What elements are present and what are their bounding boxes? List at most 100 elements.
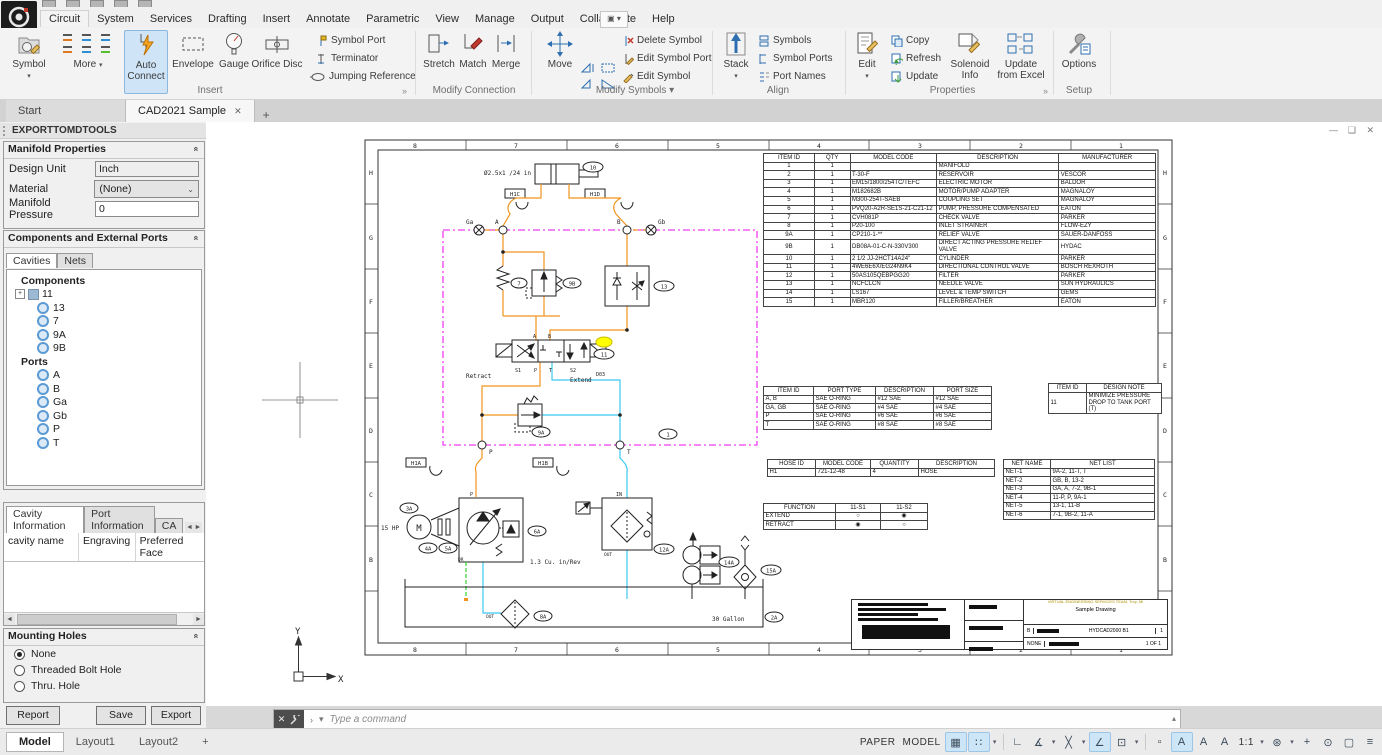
annotation-autoscale-icon[interactable]: A	[1194, 733, 1214, 751]
scrollbar-thumb[interactable]	[17, 614, 177, 625]
chevron-down-icon[interactable]: ▾	[319, 714, 324, 725]
tab-scroll-left-icon[interactable]: ◄	[185, 522, 193, 533]
reservoir-2[interactable]: 30 Gallon 2A	[405, 579, 783, 627]
isodraft-dropdown-icon[interactable]: ▾	[1080, 738, 1088, 746]
match-button[interactable]: Match	[458, 30, 488, 70]
edit-button[interactable]: Edit▾	[851, 30, 883, 82]
tab-model[interactable]: Model	[6, 732, 64, 752]
command-grip[interactable]: ✕	[274, 710, 304, 729]
group-label-modify-symbols[interactable]: Modify Symbols ▾	[560, 85, 710, 96]
edit-symbol-port-button[interactable]: Edit Symbol Port	[622, 51, 711, 66]
update-from-excel-button[interactable]: Update from Excel	[994, 30, 1048, 81]
scroll-right-icon[interactable]: ►	[193, 614, 204, 625]
isolate-objects-icon[interactable]: ⊙	[1318, 733, 1338, 751]
tab-cavity-information[interactable]: Cavity Information	[6, 506, 84, 533]
close-icon[interactable]: ✕	[278, 714, 286, 725]
vp-close-icon[interactable]: ✕	[1366, 125, 1374, 136]
tree-components-node[interactable]: Components	[7, 274, 201, 288]
annotation-visibility-icon[interactable]: A	[1171, 732, 1193, 752]
pump-6[interactable]: 6A	[459, 498, 546, 562]
hose-h1d[interactable]: H1D	[585, 189, 633, 209]
osnap-dropdown-icon[interactable]: ▾	[1133, 738, 1141, 746]
report-button[interactable]: Report	[6, 706, 60, 725]
align-symbols-button[interactable]: Symbols	[758, 33, 811, 48]
radio-threaded-bolt-hole[interactable]: Threaded Bolt Hole	[4, 662, 204, 678]
wrench-icon[interactable]	[290, 715, 300, 725]
more-button[interactable]: More ▾	[56, 30, 120, 71]
collapse-icon[interactable]: «	[191, 146, 201, 151]
tree-port-t[interactable]: T	[7, 436, 201, 450]
properties-dialog-launcher[interactable]: »	[1043, 86, 1048, 96]
qat-icon[interactable]	[66, 0, 80, 7]
copy-properties-button[interactable]: Copy	[890, 33, 929, 48]
quick-access-toolbar[interactable]	[42, 0, 152, 7]
qat-icon[interactable]	[114, 0, 128, 7]
insert-dialog-launcher[interactable]: »	[402, 86, 407, 96]
col-preferred-face[interactable]: Preferred Face	[136, 533, 204, 561]
ortho-icon[interactable]: ∟	[1008, 733, 1028, 751]
polar-tracking-icon[interactable]: ∡	[1029, 733, 1049, 751]
tree-port-ga[interactable]: Ga	[7, 396, 201, 410]
export-button[interactable]: Export	[151, 706, 201, 725]
clean-screen-icon[interactable]: ▢	[1339, 733, 1359, 751]
stack-button[interactable]: Stack▾	[718, 30, 754, 82]
snap-grid-icon[interactable]: ∷	[968, 732, 990, 752]
workspace-dropdown-icon[interactable]: ▾	[1288, 738, 1296, 746]
expand-icon[interactable]: +	[15, 289, 25, 299]
edit-symbol-button[interactable]: Edit Symbol	[622, 69, 690, 84]
components-header[interactable]: Components and External Ports«	[4, 231, 204, 248]
menu-tab-services[interactable]: Services	[142, 11, 200, 27]
horizontal-scrollbar[interactable]: ◄ ►	[4, 612, 204, 625]
tab-layout2[interactable]: Layout2	[127, 733, 190, 751]
solenoid-info-button[interactable]: Solenoid Info	[948, 30, 992, 81]
design-unit-field[interactable]	[95, 161, 199, 177]
annotation-scale-icon[interactable]: A	[1215, 733, 1235, 751]
vp-restore-icon[interactable]: ❑	[1348, 125, 1356, 136]
customization-menu-icon[interactable]: ≡	[1360, 733, 1380, 751]
tree-port-p[interactable]: P	[7, 423, 201, 437]
model-space-button[interactable]: MODEL	[903, 737, 941, 748]
tree-ports-node[interactable]: Ports	[7, 355, 201, 369]
tree-item-11[interactable]: + 11	[7, 288, 201, 302]
menu-tab-manage[interactable]: Manage	[467, 11, 523, 27]
tab-close-icon[interactable]: ✕	[234, 106, 242, 117]
refresh-properties-button[interactable]: Refresh	[890, 51, 941, 66]
tab-cavities[interactable]: Cavities	[6, 253, 57, 268]
collapse-icon[interactable]: «	[191, 235, 201, 240]
col-cavity-name[interactable]: cavity name	[4, 533, 79, 561]
osnap-tracking-icon[interactable]: ∠	[1089, 732, 1111, 752]
isodraft-icon[interactable]: ╳	[1059, 733, 1079, 751]
stretch-button[interactable]: Stretch	[421, 30, 457, 70]
relief-valve-9b[interactable]: 9B	[526, 270, 581, 298]
menu-tab-annotate[interactable]: Annotate	[298, 11, 358, 27]
scale-dropdown-icon[interactable]: ▾	[1258, 738, 1266, 746]
manifold-properties-header[interactable]: Manifold Properties«	[4, 142, 204, 159]
tree-port-gb[interactable]: Gb	[7, 409, 201, 423]
menu-tab-drafting[interactable]: Drafting	[200, 11, 255, 27]
title-block[interactable]: VIRTUAL ENGINEERING SERVICES TEAM, Troy,…	[851, 599, 1168, 650]
command-input[interactable]: Type a command	[330, 714, 407, 725]
save-button[interactable]: Save	[96, 706, 146, 725]
jumping-reference-button[interactable]: Jumping Reference	[310, 69, 416, 84]
terminator-button[interactable]: Terminator	[316, 51, 378, 66]
qat-icon[interactable]	[138, 0, 152, 7]
scroll-left-icon[interactable]: ◄	[4, 614, 15, 625]
cylinder-10[interactable]: 10 Ø2.5x1 /24 in	[484, 162, 603, 184]
doc-tab-start[interactable]: Start	[6, 100, 126, 122]
bill-of-materials-table[interactable]: ITEM IDQTYMODEL CODEDESCRIPTIONMANUFACTU…	[763, 153, 1156, 307]
options-button[interactable]: Options	[1059, 30, 1099, 70]
reducing-valve-9a[interactable]: 9A	[515, 396, 550, 437]
tab-layout1[interactable]: Layout1	[64, 733, 127, 751]
function-table[interactable]: FUNCTION11-S111-S2EXTEND○◉RETRACT◉○	[763, 503, 928, 530]
tree-item-13[interactable]: 13	[7, 301, 201, 315]
ribbon-display-toggle[interactable]: ▣ ▾	[600, 11, 628, 28]
electric-motor-3[interactable]: M 3A 4A 5A	[400, 503, 459, 553]
new-tab-button[interactable]: +	[255, 108, 278, 122]
material-select[interactable]: (None) ⌄	[94, 180, 199, 198]
annotation-scale-value[interactable]: 1:1	[1239, 737, 1254, 748]
radio-thru-hole[interactable]: Thru. Hole	[4, 678, 204, 694]
qat-icon[interactable]	[42, 0, 56, 7]
tab-ca-truncated[interactable]: CA	[155, 518, 184, 533]
tree-port-a[interactable]: A	[7, 369, 201, 383]
manifold-pressure-field[interactable]	[95, 201, 199, 217]
